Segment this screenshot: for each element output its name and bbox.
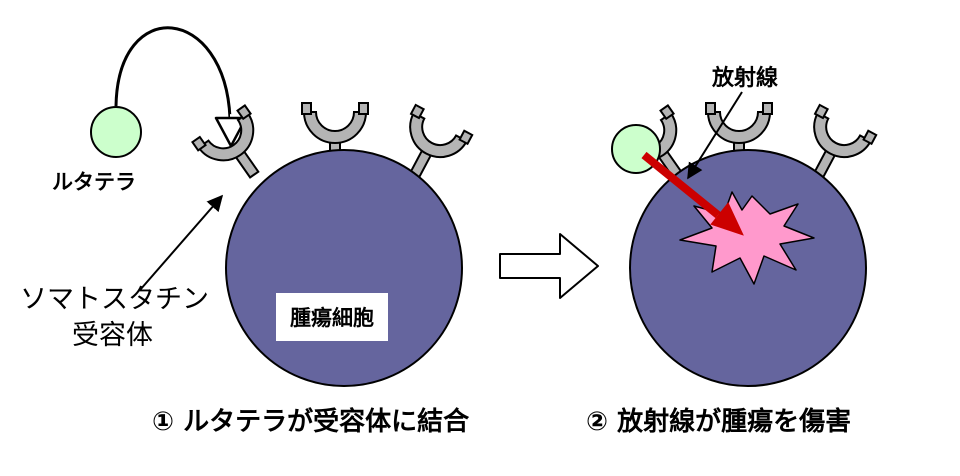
radiation-pointer-line xyxy=(687,91,743,180)
receptor xyxy=(191,104,260,179)
drug-molecule xyxy=(90,106,142,158)
radiation-label: 放射線 xyxy=(712,66,779,91)
radiation-arrow xyxy=(641,151,744,236)
receptor-label-line1: ソマトスタチン xyxy=(20,284,209,315)
step1-caption: ① ルタテラが受容体に結合 xyxy=(152,407,470,437)
panel-step2 xyxy=(611,91,878,387)
step2-caption: ② 放射線が腫瘍を傷害 xyxy=(586,407,852,437)
right-arrow-outline-icon xyxy=(499,233,599,299)
tumor-cell xyxy=(225,149,463,387)
receptor-label-line2: 受容体 xyxy=(72,320,153,351)
curved-arrow-icon xyxy=(114,26,248,148)
tumor-cell-label: 腫瘍細胞 xyxy=(276,293,388,341)
drug-label: ルタテラ xyxy=(52,170,136,194)
receptor-pointer-line xyxy=(139,194,224,291)
